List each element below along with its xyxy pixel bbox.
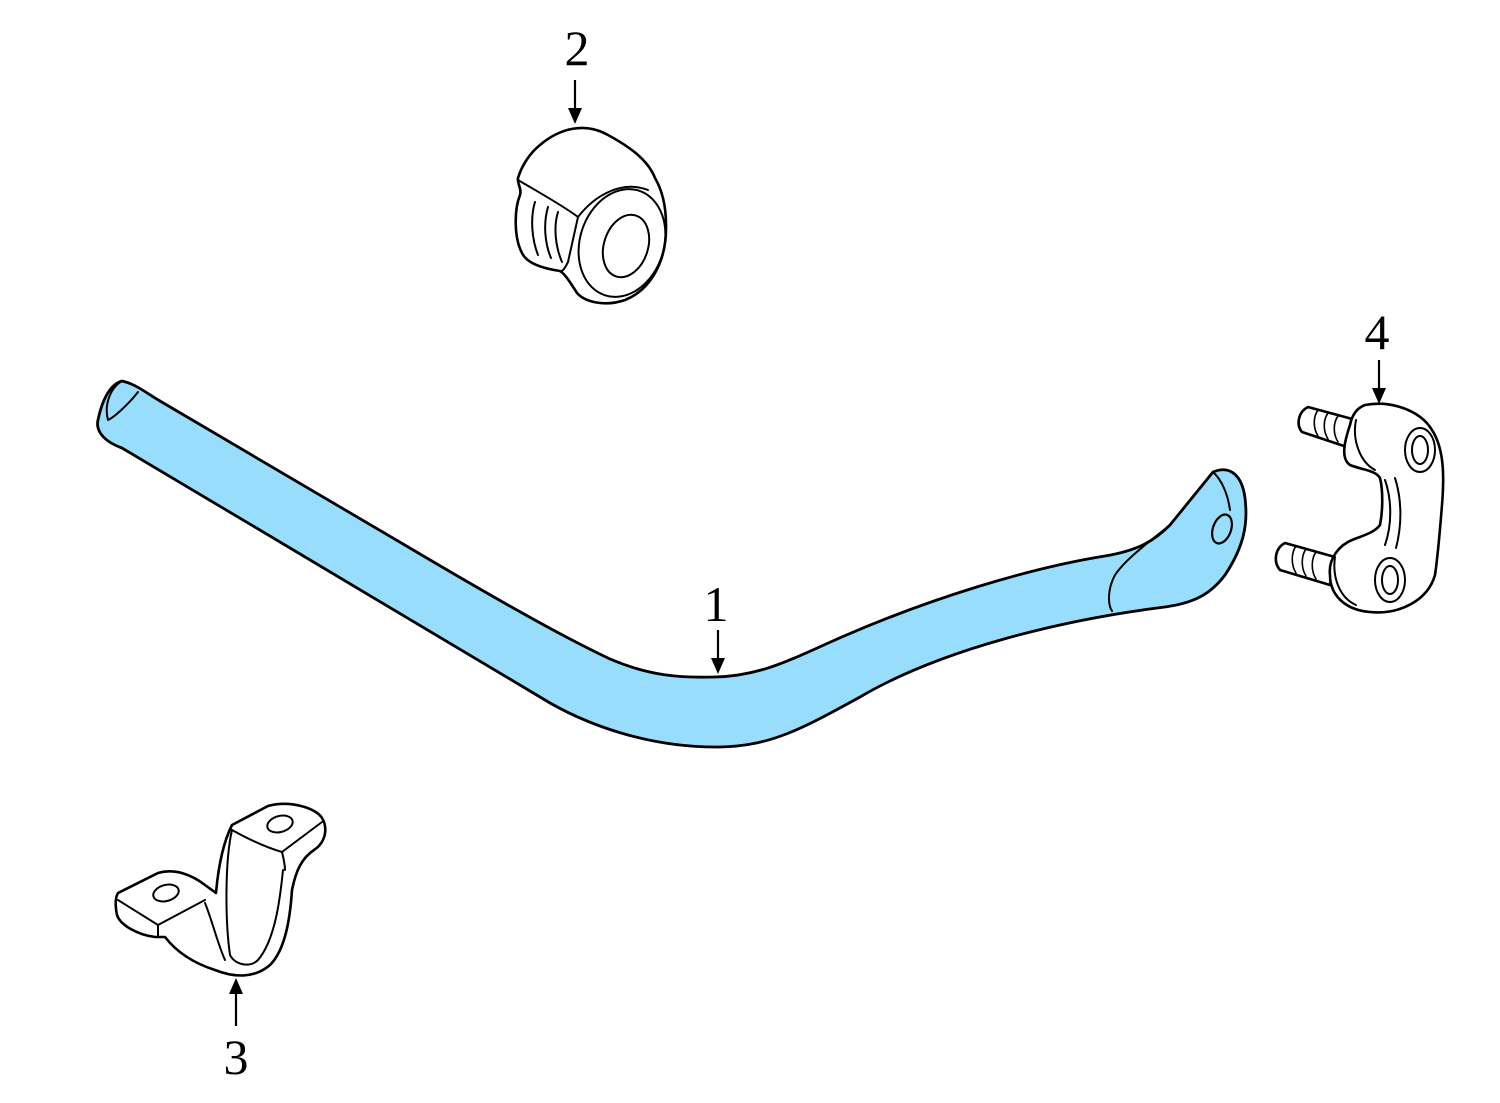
callout-3: 3 — [224, 978, 249, 1085]
bushing-bore — [601, 213, 651, 279]
stabilizer-bushing[interactable] — [514, 126, 679, 308]
stabilizer-link[interactable] — [1274, 402, 1445, 614]
link-upper-ball-inner — [1411, 435, 1429, 465]
bushing-body — [514, 126, 668, 305]
callout-2-label: 2 — [565, 20, 590, 76]
link-lower-joint — [1333, 556, 1357, 606]
callout-2: 2 — [565, 20, 590, 124]
callout-2-arrowhead — [568, 108, 582, 124]
bracket-right-hole — [266, 814, 294, 834]
stabilizer-bar-end-cap — [105, 380, 139, 421]
callout-1-label: 1 — [704, 576, 729, 632]
link-body — [1328, 402, 1445, 614]
bracket-strap-inner — [204, 829, 284, 966]
link-lower-ball-outer — [1374, 557, 1406, 603]
bracket-left-tab-edge — [117, 899, 206, 938]
callout-3-arrowhead — [229, 978, 243, 994]
bracket-right-tab-edge — [231, 821, 323, 871]
callout-4-label: 4 — [1365, 304, 1390, 360]
callout-4-arrowhead — [1372, 388, 1386, 404]
bushing-slot — [531, 201, 563, 263]
link-lower-ball-inner — [1381, 565, 1399, 595]
link-lower-stud-threads — [1291, 545, 1317, 580]
bushing-face — [577, 188, 667, 298]
bushing-side-face — [559, 216, 579, 273]
stabilizer-bar-flat-edge — [1212, 471, 1231, 511]
callout-1: 1 — [704, 576, 729, 674]
stabilizer-bar[interactable] — [96, 379, 1248, 749]
link-upper-ball-outer — [1404, 427, 1436, 473]
link-upper-stud — [1297, 405, 1358, 450]
link-shaft — [1384, 477, 1402, 549]
link-upper-joint — [1354, 419, 1376, 471]
callout-3-label: 3 — [224, 1029, 249, 1085]
stabilizer-bar-mount-hole — [1211, 513, 1233, 545]
bracket-left-hole — [152, 883, 180, 903]
stabilizer-bar-flat-end — [1108, 524, 1171, 612]
callout-1-arrowhead — [711, 658, 725, 674]
stabilizer-bar-body — [96, 379, 1248, 749]
callout-4: 4 — [1365, 304, 1390, 404]
link-upper-stud-threads — [1313, 409, 1339, 443]
link-lower-stud — [1274, 541, 1337, 587]
bushing-bracket[interactable] — [114, 802, 327, 977]
